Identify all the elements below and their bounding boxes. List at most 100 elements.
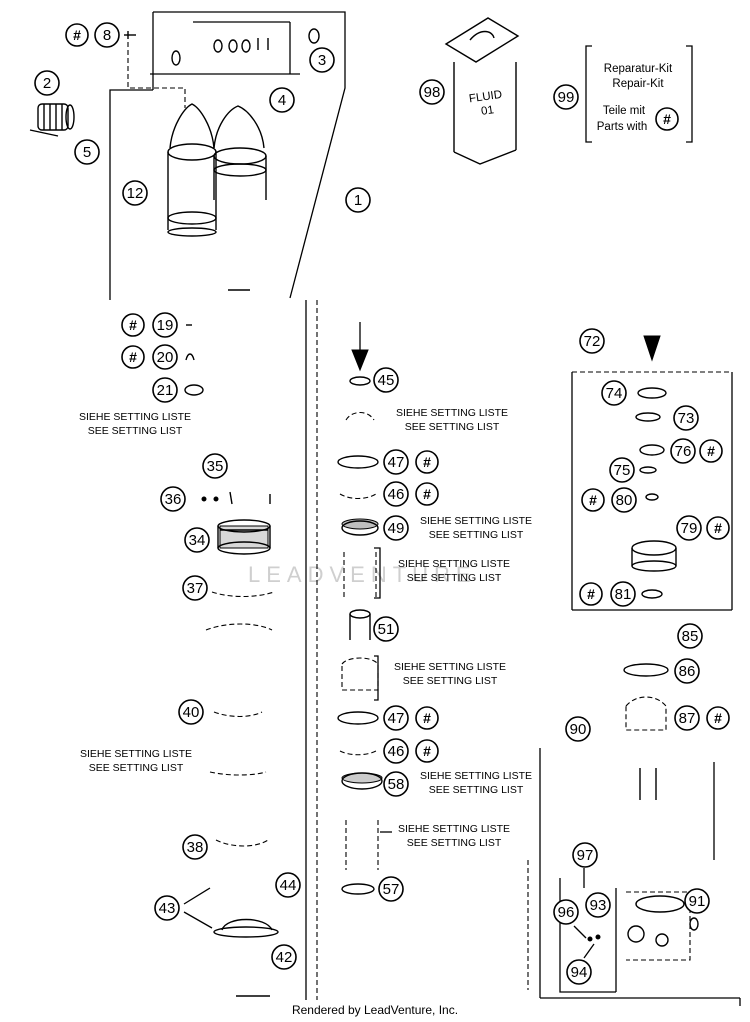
callout-number: 97 bbox=[577, 847, 594, 864]
hash-symbol: # bbox=[423, 454, 431, 470]
setting-note-english: SEE SETTING LIST bbox=[88, 425, 183, 437]
callout-number: 91 bbox=[689, 893, 706, 910]
setting-note-german: SIEHE SETTING LISTE bbox=[420, 770, 532, 782]
callout-85: 85 bbox=[677, 623, 703, 649]
callout-number: 46 bbox=[388, 743, 405, 760]
setting-note-english: SEE SETTING LIST bbox=[429, 529, 524, 541]
callout-43: 43 bbox=[154, 895, 180, 921]
callout-number: 3 bbox=[318, 52, 326, 69]
repair-kit-line3: Teile mit bbox=[603, 105, 646, 117]
parts-37-40-38 bbox=[205, 591, 275, 847]
callout-34: 34 bbox=[184, 527, 210, 553]
setting-note: SIEHE SETTING LISTE SEE SETTING LIST bbox=[420, 770, 532, 796]
setting-note-german: SIEHE SETTING LISTE bbox=[398, 823, 510, 835]
callout-number: 51 bbox=[378, 621, 395, 638]
setting-note-german: SIEHE SETTING LISTE bbox=[80, 748, 192, 760]
callout-number: 36 bbox=[165, 491, 182, 508]
callout-number: 93 bbox=[590, 897, 607, 914]
callout-number: 19 bbox=[157, 317, 174, 334]
callout-number: 5 bbox=[83, 144, 91, 161]
callout-number: 80 bbox=[616, 492, 633, 509]
callout-number: 86 bbox=[679, 663, 696, 680]
hash-mark: # bbox=[415, 739, 439, 763]
callout-91: 91 bbox=[684, 888, 710, 914]
hash-symbol: # bbox=[423, 710, 431, 726]
callout-76: 76 bbox=[670, 438, 696, 464]
repair-kit-line4: Parts with bbox=[597, 121, 648, 133]
hash-mark: # bbox=[581, 488, 605, 512]
part-91-caliper bbox=[573, 891, 699, 961]
fluid-label-line1: FLUID bbox=[468, 89, 503, 106]
callout-number: 94 bbox=[571, 964, 588, 981]
parts-19-20-21 bbox=[184, 324, 204, 396]
parts-85-86-87 bbox=[623, 663, 669, 800]
callout-1: 1 bbox=[345, 187, 371, 213]
callout-number: 34 bbox=[189, 532, 206, 549]
callout-number: 58 bbox=[388, 776, 405, 793]
center-stack-parts bbox=[337, 376, 383, 895]
callout-number: 40 bbox=[183, 704, 200, 721]
setting-note-english: SEE SETTING LIST bbox=[429, 784, 524, 796]
repair-kit-hash-symbol: # bbox=[655, 107, 679, 131]
callout-number: 85 bbox=[682, 628, 699, 645]
callout-number: 87 bbox=[679, 710, 696, 727]
hash-mark: # bbox=[579, 582, 603, 606]
callout-number: 2 bbox=[43, 75, 51, 92]
callout-93: 93 bbox=[585, 892, 611, 918]
callout-42: 42 bbox=[271, 944, 297, 970]
hash-mark: # bbox=[706, 516, 730, 540]
callout-35: 35 bbox=[202, 453, 228, 479]
callout-38: 38 bbox=[182, 834, 208, 860]
setting-note-german: SIEHE SETTING LISTE bbox=[398, 558, 510, 570]
footer-credit: Rendered by LeadVenture, Inc. bbox=[292, 1003, 458, 1017]
callout-79: 79 bbox=[676, 515, 702, 541]
callout-80: 80 bbox=[611, 487, 637, 513]
hash-mark: # bbox=[121, 313, 145, 337]
part-8-screw bbox=[124, 31, 136, 39]
repair-kit-box: Reparatur-Kit Repair-Kit Teile mit Parts… bbox=[585, 45, 693, 143]
callout-5: 5 bbox=[74, 139, 100, 165]
callout-number: 35 bbox=[207, 458, 224, 475]
callout-number: 99 bbox=[558, 89, 575, 106]
hash-symbol: # bbox=[589, 492, 597, 508]
hash-symbol: # bbox=[423, 743, 431, 759]
hash-mark: # bbox=[706, 706, 730, 730]
callout-number: 75 bbox=[614, 462, 631, 479]
callout-96: 96 bbox=[553, 899, 579, 925]
setting-note-english: SEE SETTING LIST bbox=[407, 837, 502, 849]
callout-58: 58 bbox=[383, 771, 409, 797]
callout-number: 8 bbox=[103, 27, 111, 44]
callout-87: 87 bbox=[674, 705, 700, 731]
callout-46: 46 bbox=[383, 738, 409, 764]
callout-number: 73 bbox=[678, 410, 695, 427]
hash-mark: # bbox=[415, 482, 439, 506]
callout-49: 49 bbox=[383, 515, 409, 541]
svg-text:#: # bbox=[663, 111, 671, 127]
callout-number: 79 bbox=[681, 520, 698, 537]
callout-44: 44 bbox=[275, 872, 301, 898]
callout-4: 4 bbox=[269, 87, 295, 113]
callout-57: 57 bbox=[378, 876, 404, 902]
hash-symbol: # bbox=[707, 443, 715, 459]
callout-12: 12 bbox=[122, 180, 148, 206]
setting-note-english: SEE SETTING LIST bbox=[89, 762, 184, 774]
setting-note-english: SEE SETTING LIST bbox=[403, 675, 498, 687]
callout-51: 51 bbox=[373, 616, 399, 642]
part-2-adjuster bbox=[29, 103, 75, 137]
part-top-caps bbox=[171, 28, 320, 66]
callout-number: 44 bbox=[280, 877, 297, 894]
callout-94: 94 bbox=[566, 959, 592, 985]
center-stack-arrow bbox=[351, 322, 369, 372]
callout-40: 40 bbox=[178, 699, 204, 725]
callout-number: 49 bbox=[388, 520, 405, 537]
callout-3: 3 bbox=[309, 47, 335, 73]
callout-45: 45 bbox=[373, 367, 399, 393]
callout-number: 1 bbox=[354, 192, 362, 209]
hash-symbol: # bbox=[714, 520, 722, 536]
callout-21: 21 bbox=[152, 377, 178, 403]
callout-number: 81 bbox=[615, 586, 632, 603]
